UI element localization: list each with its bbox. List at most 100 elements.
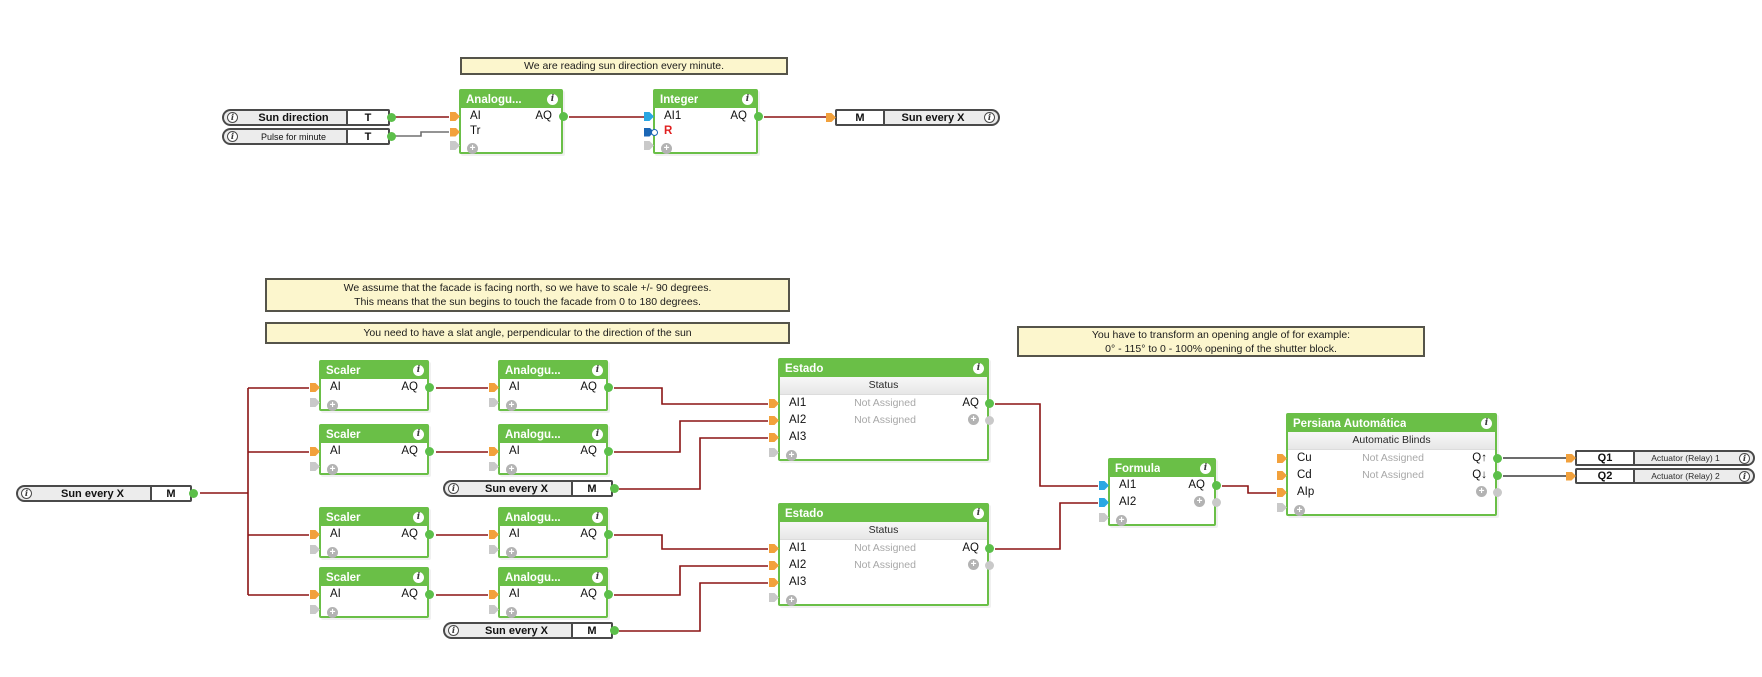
info-icon[interactable]: i (973, 508, 984, 519)
input-pin-ai2[interactable] (1099, 498, 1109, 507)
input-pin-ai3[interactable] (769, 433, 779, 442)
output-pin[interactable] (387, 132, 396, 141)
input-pin-ai1[interactable] (769, 399, 779, 408)
input-pin-aip[interactable] (1277, 488, 1287, 497)
function-block-scaler-3[interactable]: Scaler i AI AQ + (310, 507, 434, 558)
info-icon[interactable]: i (592, 365, 603, 376)
output-pin[interactable] (610, 626, 619, 635)
input-tag-sun-every-x-mid-1[interactable]: i Sun every X M (443, 480, 619, 497)
function-block-integer[interactable]: Integer i AI1 AQ R + (644, 89, 763, 154)
add-input-icon[interactable]: + (506, 399, 517, 411)
output-pin-aq[interactable] (604, 447, 613, 456)
info-icon[interactable]: i (413, 572, 424, 583)
output-pin-aq[interactable] (425, 447, 434, 456)
input-pin-ai[interactable] (310, 447, 320, 456)
input-pin[interactable] (826, 113, 836, 122)
output-pin-aq[interactable] (985, 544, 994, 553)
add-input-icon[interactable]: + (786, 594, 797, 606)
output-tag-sun-every-x[interactable]: M Sun every X i (826, 109, 1000, 126)
info-icon[interactable]: i (742, 94, 753, 105)
input-pin-ai[interactable] (489, 447, 499, 456)
function-block-analogue-memory[interactable]: Analogu... i AI AQ Tr + (450, 89, 568, 154)
function-block-formula[interactable]: Formula i AI1 AQ AI2 + + (1099, 458, 1221, 526)
output-pin-aq[interactable] (604, 530, 613, 539)
add-output-icon[interactable]: + (1476, 486, 1487, 498)
add-output-icon[interactable]: + (1194, 496, 1205, 508)
output-pin-aq[interactable] (425, 590, 434, 599)
input-pin-ai[interactable] (310, 530, 320, 539)
info-icon[interactable]: i (21, 488, 32, 499)
note-reading-sun-direction[interactable]: We are reading sun direction every minut… (460, 57, 788, 75)
add-input-icon[interactable]: + (327, 606, 338, 618)
output-pin[interactable] (387, 113, 396, 122)
input-pin[interactable] (1566, 471, 1576, 481)
input-tag-sun-every-x[interactable]: i Sun every X M (16, 485, 198, 502)
function-block-scaler-2[interactable]: Scaler i AI AQ + (310, 424, 434, 475)
function-block-estado-1[interactable]: Estado i Status AI1 Not Assigned AQ AI2 … (769, 358, 994, 461)
input-pin-ai1[interactable] (1099, 481, 1109, 490)
output-pin-q-up[interactable] (1493, 454, 1502, 463)
info-icon[interactable]: i (547, 94, 558, 105)
add-input-icon[interactable]: + (506, 606, 517, 618)
input-pin-ai[interactable] (489, 590, 499, 599)
add-output-icon[interactable]: + (968, 414, 979, 426)
note-slat-angle[interactable]: You need to have a slat angle, perpendic… (265, 322, 790, 344)
output-pin[interactable] (189, 489, 198, 498)
info-icon[interactable]: i (227, 112, 238, 123)
add-input-icon[interactable]: + (506, 546, 517, 558)
info-icon[interactable]: i (413, 512, 424, 523)
add-input-icon[interactable]: + (1294, 504, 1305, 516)
function-block-scaler-4[interactable]: Scaler i AI AQ + (310, 567, 434, 618)
info-icon[interactable]: i (1200, 463, 1211, 474)
output-pin-aq[interactable] (985, 399, 994, 408)
input-pin-ai3[interactable] (769, 578, 779, 587)
note-transform-opening-angle[interactable]: You have to transform an opening angle o… (1017, 326, 1425, 357)
input-pin-ai2[interactable] (769, 561, 779, 570)
function-block-scaler-1[interactable]: Scaler i AI AQ + (310, 360, 434, 411)
function-block-analogue-2[interactable]: Analogu... i AI AQ + (489, 424, 613, 475)
info-icon[interactable]: i (413, 429, 424, 440)
input-pin-ai[interactable] (310, 383, 320, 392)
output-pin-aq[interactable] (425, 530, 434, 539)
add-input-icon[interactable]: + (661, 142, 672, 154)
function-block-estado-2[interactable]: Estado i Status AI1 Not Assigned AQ AI2 … (769, 503, 994, 606)
add-input-icon[interactable]: + (506, 463, 517, 475)
input-pin-cu[interactable] (1277, 454, 1287, 463)
info-icon[interactable]: i (227, 131, 238, 142)
output-pin[interactable] (610, 484, 619, 493)
info-icon[interactable]: i (1739, 470, 1750, 482)
output-pin-q-down[interactable] (1493, 471, 1502, 480)
output-pin-aq[interactable] (604, 590, 613, 599)
output-pin-aq[interactable] (1212, 481, 1221, 490)
add-input-icon[interactable]: + (327, 463, 338, 475)
add-output-icon[interactable]: + (968, 559, 979, 571)
info-icon[interactable]: i (592, 429, 603, 440)
input-pin-ai[interactable] (489, 383, 499, 392)
input-tag-sun-direction[interactable]: i Sun direction T (222, 109, 396, 126)
info-icon[interactable]: i (973, 363, 984, 374)
input-tag-pulse-for-minute[interactable]: i Pulse for minute T (222, 128, 396, 145)
input-pin-tr[interactable] (450, 127, 460, 137)
add-input-icon[interactable]: + (786, 449, 797, 461)
input-pin-cd[interactable] (1277, 471, 1287, 480)
info-icon[interactable]: i (448, 483, 459, 494)
function-block-analogue-3[interactable]: Analogu... i AI AQ + (489, 507, 613, 558)
info-icon[interactable]: i (592, 512, 603, 523)
add-input-icon[interactable]: + (1116, 514, 1127, 526)
input-tag-sun-every-x-mid-2[interactable]: i Sun every X M (443, 622, 619, 639)
output-pin-aq[interactable] (754, 112, 763, 121)
add-input-icon[interactable]: + (467, 142, 478, 154)
input-pin-ai[interactable] (489, 530, 499, 539)
note-facade-scaling[interactable]: We assume that the facade is facing nort… (265, 278, 790, 312)
input-pin-ai2[interactable] (769, 416, 779, 425)
function-block-analogue-4[interactable]: Analogu... i AI AQ + (489, 567, 613, 618)
info-icon[interactable]: i (984, 112, 995, 123)
output-tag-q1-actuator-relay-1[interactable]: Q1 Actuator (Relay) 1 i (1566, 450, 1755, 466)
output-pin-aq[interactable] (559, 112, 568, 121)
input-pin-ai1[interactable] (769, 544, 779, 553)
function-block-analogue-1[interactable]: Analogu... i AI AQ + (489, 360, 613, 411)
input-pin[interactable] (1566, 453, 1576, 463)
info-icon[interactable]: i (1481, 418, 1492, 429)
add-input-icon[interactable]: + (327, 399, 338, 411)
input-pin-r[interactable] (644, 127, 654, 137)
